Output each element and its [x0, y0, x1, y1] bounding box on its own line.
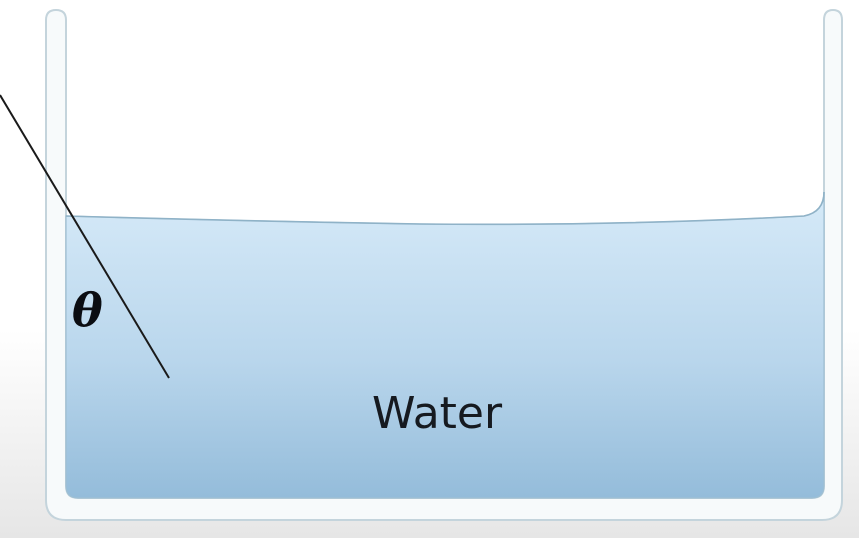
water-body — [65, 191, 825, 499]
water-surface-line — [65, 191, 825, 226]
water-label: Water — [372, 388, 503, 439]
light-ray — [0, 94, 170, 379]
angle-theta-label: θ — [72, 283, 103, 337]
container-outline — [45, 8, 843, 521]
